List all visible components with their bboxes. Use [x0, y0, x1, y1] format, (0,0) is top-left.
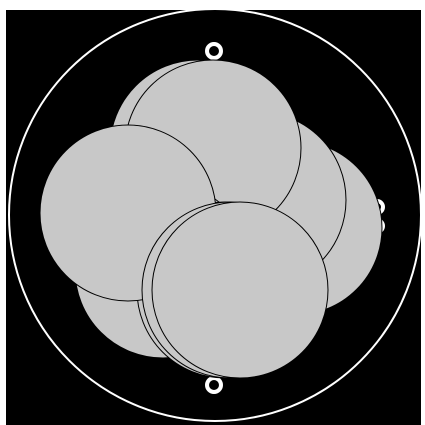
disc — [152, 202, 328, 378]
